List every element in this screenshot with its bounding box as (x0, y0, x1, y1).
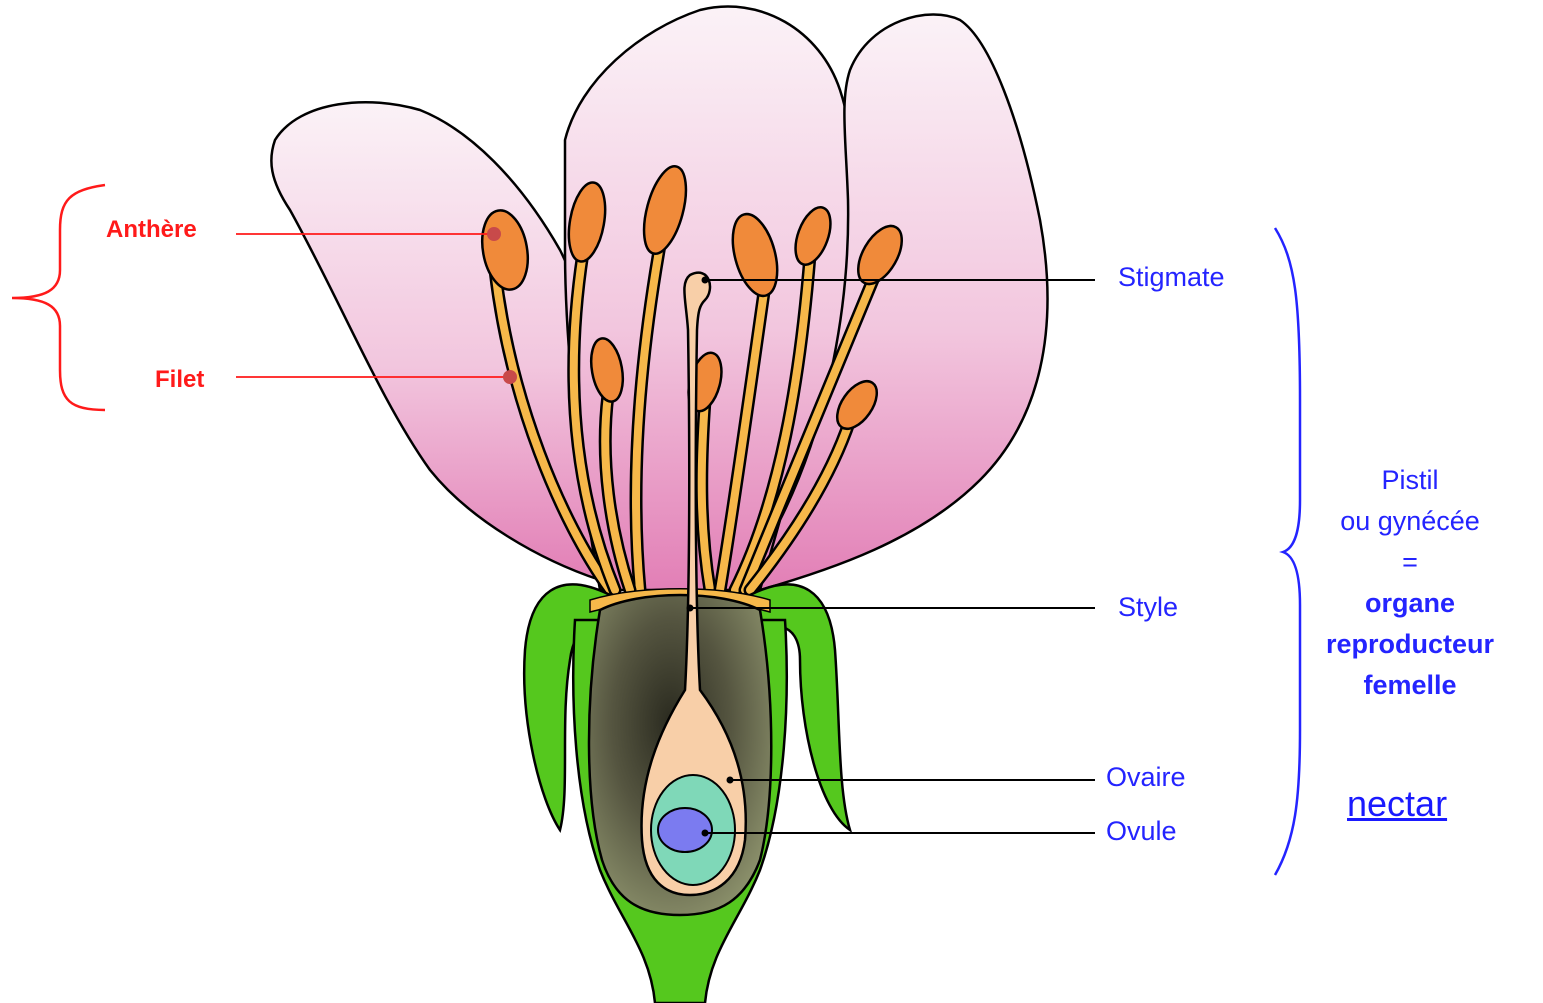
filet-dot (503, 370, 517, 384)
pistil-description: Pistil ou gynécée = organe reproducteur … (1300, 460, 1520, 706)
left-bracket (12, 185, 105, 410)
label-ovule: Ovule (1106, 816, 1177, 847)
label-filet: Filet (155, 366, 204, 394)
pistil-line-1: Pistil (1300, 460, 1520, 501)
label-ovaire: Ovaire (1106, 762, 1186, 793)
pistil-line-3: = (1300, 542, 1520, 583)
right-bracket (1275, 228, 1300, 875)
pistil-line-2: ou gynécée (1300, 501, 1520, 542)
pistil-line-6: femelle (1300, 665, 1520, 706)
label-anthere: Anthère (106, 216, 197, 244)
pistil-line-5: reproducteur (1300, 624, 1520, 665)
pistil-line-4: organe (1300, 583, 1520, 624)
anthere-dot (487, 227, 501, 241)
label-stigmate: Stigmate (1118, 262, 1225, 293)
label-style: Style (1118, 592, 1178, 623)
nectar-link[interactable]: nectar (1347, 783, 1447, 825)
